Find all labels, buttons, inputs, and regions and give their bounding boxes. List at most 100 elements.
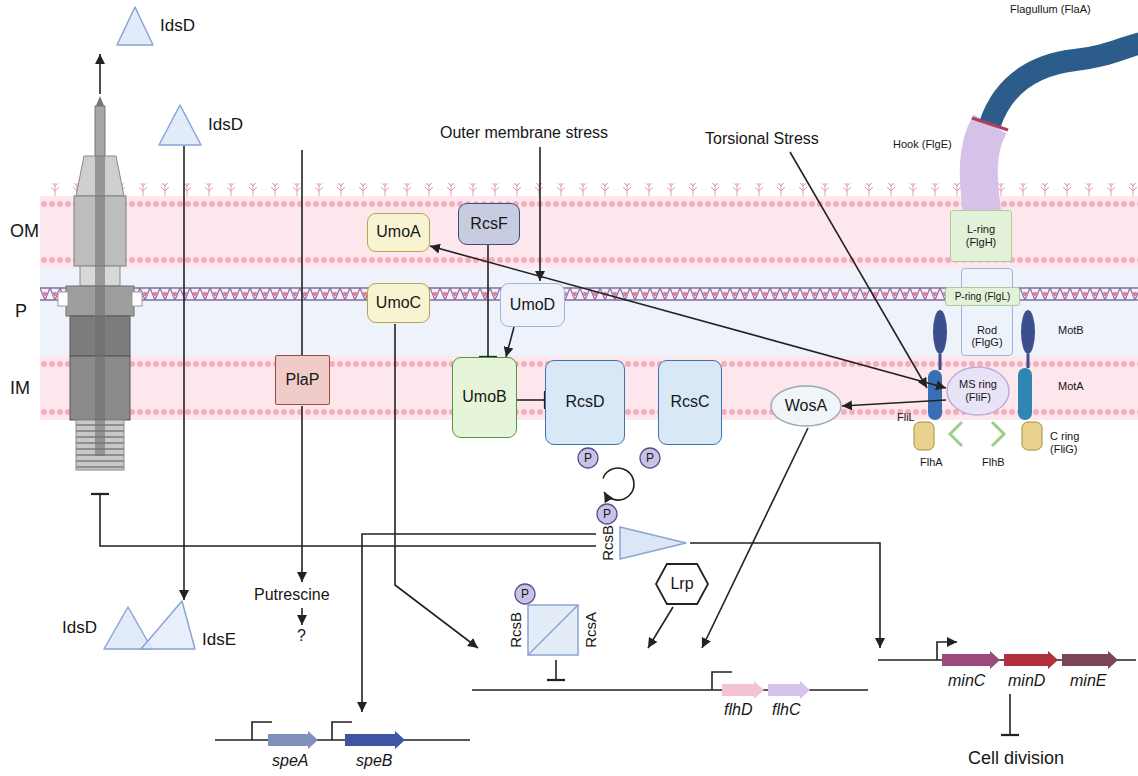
gene-label: flhC: [772, 701, 800, 719]
node-text: RcsF: [470, 215, 507, 233]
protein-box: Rod (FlgG): [961, 268, 1013, 356]
protein-box: UmoC: [367, 283, 430, 323]
triangle-outline: [117, 7, 153, 45]
node-text: IdsE: [202, 630, 236, 650]
protein-box: UmoA: [367, 213, 430, 252]
node-text: Rod (FlgG): [967, 324, 1007, 349]
triangle-shape: [158, 104, 202, 146]
protein-triangle: IdsE: [140, 600, 236, 650]
flagellum: [914, 42, 1138, 450]
pathway-arrows: [100, 54, 1010, 735]
node-text: IdsD: [208, 115, 243, 135]
node-text: IdsD: [160, 16, 195, 36]
phosphate-circle: P: [596, 503, 618, 525]
gene-label: speB: [356, 752, 392, 770]
part-label: Putrescine: [254, 586, 330, 604]
protein-box: P-ring (FlgL): [945, 287, 1020, 307]
part-label: Flagullum (FlaA): [1010, 3, 1091, 16]
gene-label: minE: [1070, 672, 1106, 690]
triangle-outline: [159, 105, 201, 145]
connector: [842, 400, 946, 406]
square-shape: [527, 604, 579, 656]
square-diagonal: [528, 605, 578, 655]
periplasm: [40, 268, 1138, 356]
node-text: PlaP: [286, 371, 320, 389]
part-label: IM: [10, 378, 30, 399]
gene-label: speA: [272, 752, 308, 770]
node-text: P: [584, 452, 592, 464]
node-text: RcsA: [583, 612, 598, 648]
part-label: C ring (FliG): [1050, 430, 1098, 455]
node-text: WosA: [785, 397, 827, 415]
node-text: RcsC: [670, 393, 709, 411]
node-text: UmoB: [462, 388, 506, 406]
phosphate-circle: P: [639, 447, 661, 469]
part-label: OM: [10, 221, 39, 242]
circle-shape: [515, 584, 535, 604]
triangle-outline: [620, 527, 686, 559]
part-label: Hook (FlgE): [893, 138, 952, 151]
node-text: UmoC: [376, 294, 421, 312]
connector: [183, 146, 185, 600]
response-regulator-triangle: RcsB: [600, 526, 687, 560]
triangle-outline: [141, 601, 195, 649]
protein-ellipse: WosA: [770, 385, 842, 427]
regulator-hexagon: Lrp: [655, 563, 709, 605]
node-text: P-ring (FlgL): [955, 291, 1011, 303]
gene-label: minD: [1008, 672, 1045, 690]
protein-box: RcsF: [458, 203, 520, 245]
phosphate-circle: P: [577, 447, 599, 469]
protein-triangle: IdsD: [158, 104, 243, 146]
node-text: MS ring (FliF): [953, 378, 1004, 403]
ellipse-shape: [771, 386, 841, 426]
triangle-outline: [104, 607, 152, 649]
protein-box: RcsD: [545, 360, 625, 445]
node-text: P: [521, 588, 529, 600]
protein-box: PlaP: [275, 355, 330, 405]
protein-box: UmoB: [452, 357, 517, 438]
part-label: Cell division: [968, 748, 1064, 769]
node-text: UmoD: [510, 296, 555, 314]
part-label: MotB: [1058, 324, 1084, 337]
node-text: UmoA: [376, 223, 420, 241]
circle-shape: [578, 448, 598, 468]
protein-ellipse: MS ring (FliF): [946, 366, 1010, 416]
gene-label: minC: [948, 672, 985, 690]
node-text: IdsD: [62, 618, 97, 638]
protein-box: L-ring (FlgH): [950, 210, 1012, 262]
connector: [517, 399, 545, 401]
genes: [215, 642, 1136, 749]
triangle-shape: [619, 526, 687, 560]
protein-box: UmoD: [500, 283, 565, 327]
node-text: L-ring (FlgH): [956, 223, 1006, 248]
square-outline: [528, 605, 578, 655]
node-text: RcsB: [600, 525, 615, 561]
circle-shape: [597, 504, 617, 524]
node-text: P: [603, 508, 611, 520]
gene-label: flhD: [724, 701, 752, 719]
protein-box: RcsC: [658, 360, 722, 445]
part-label: ?: [297, 627, 306, 645]
part-label: FliL: [897, 411, 915, 424]
part-label: FlhB: [982, 456, 1005, 469]
part-label: Outer membrane stress: [440, 124, 608, 142]
part-label: P: [15, 301, 27, 322]
phosphate-circle: P: [514, 583, 536, 605]
secretion-system: [58, 96, 142, 470]
protein-triangle: IdsD: [62, 606, 153, 650]
node-text: P: [646, 452, 654, 464]
part-label: FlhA: [920, 456, 943, 469]
part-label: MotA: [1058, 380, 1084, 393]
triangle-shape: [116, 6, 154, 46]
complex-square: RcsB RcsA: [508, 604, 598, 656]
hexagon-shape: [656, 564, 708, 604]
circle-shape: [640, 448, 660, 468]
connector: [506, 327, 514, 357]
triangle-shape: [140, 600, 196, 650]
node-text: RcsD: [565, 393, 604, 411]
node-text: RcsB: [508, 612, 523, 648]
protein-triangle: IdsD: [116, 6, 195, 46]
part-label: Torsional Stress: [705, 130, 819, 148]
